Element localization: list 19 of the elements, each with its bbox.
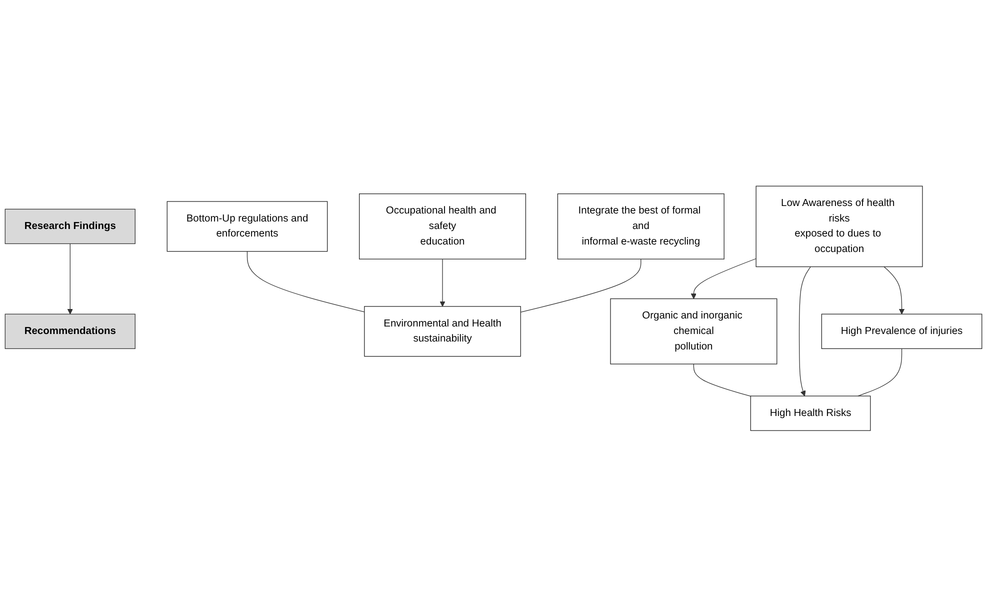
node-box: Bottom-Up regulations and enforcements — [166, 200, 328, 252]
node-box: Low Awareness of health risks exposed to dues to occupation — [756, 185, 923, 267]
node-box: Research Findings — [4, 208, 136, 244]
arrow — [440, 258, 446, 306]
node-box: High Prevalence of injuries — [821, 313, 982, 349]
node-box: Organic and inorganic chemical pollution — [610, 298, 778, 364]
arrow — [798, 266, 811, 396]
node-box: Environmental and Health sustainability — [364, 306, 521, 356]
connector — [693, 363, 751, 396]
node-box: Recommendations — [4, 313, 136, 349]
node-box: Integrate the best of formal and informal e-waste recycling — [557, 193, 724, 260]
arrow — [67, 243, 73, 314]
connector — [858, 348, 902, 396]
connector — [520, 258, 642, 312]
node-box: High Health Risks — [750, 395, 871, 431]
node-box: Occupational health and safety education — [359, 193, 526, 260]
connector — [246, 250, 365, 312]
arrow — [884, 266, 905, 314]
arrow — [690, 258, 756, 299]
